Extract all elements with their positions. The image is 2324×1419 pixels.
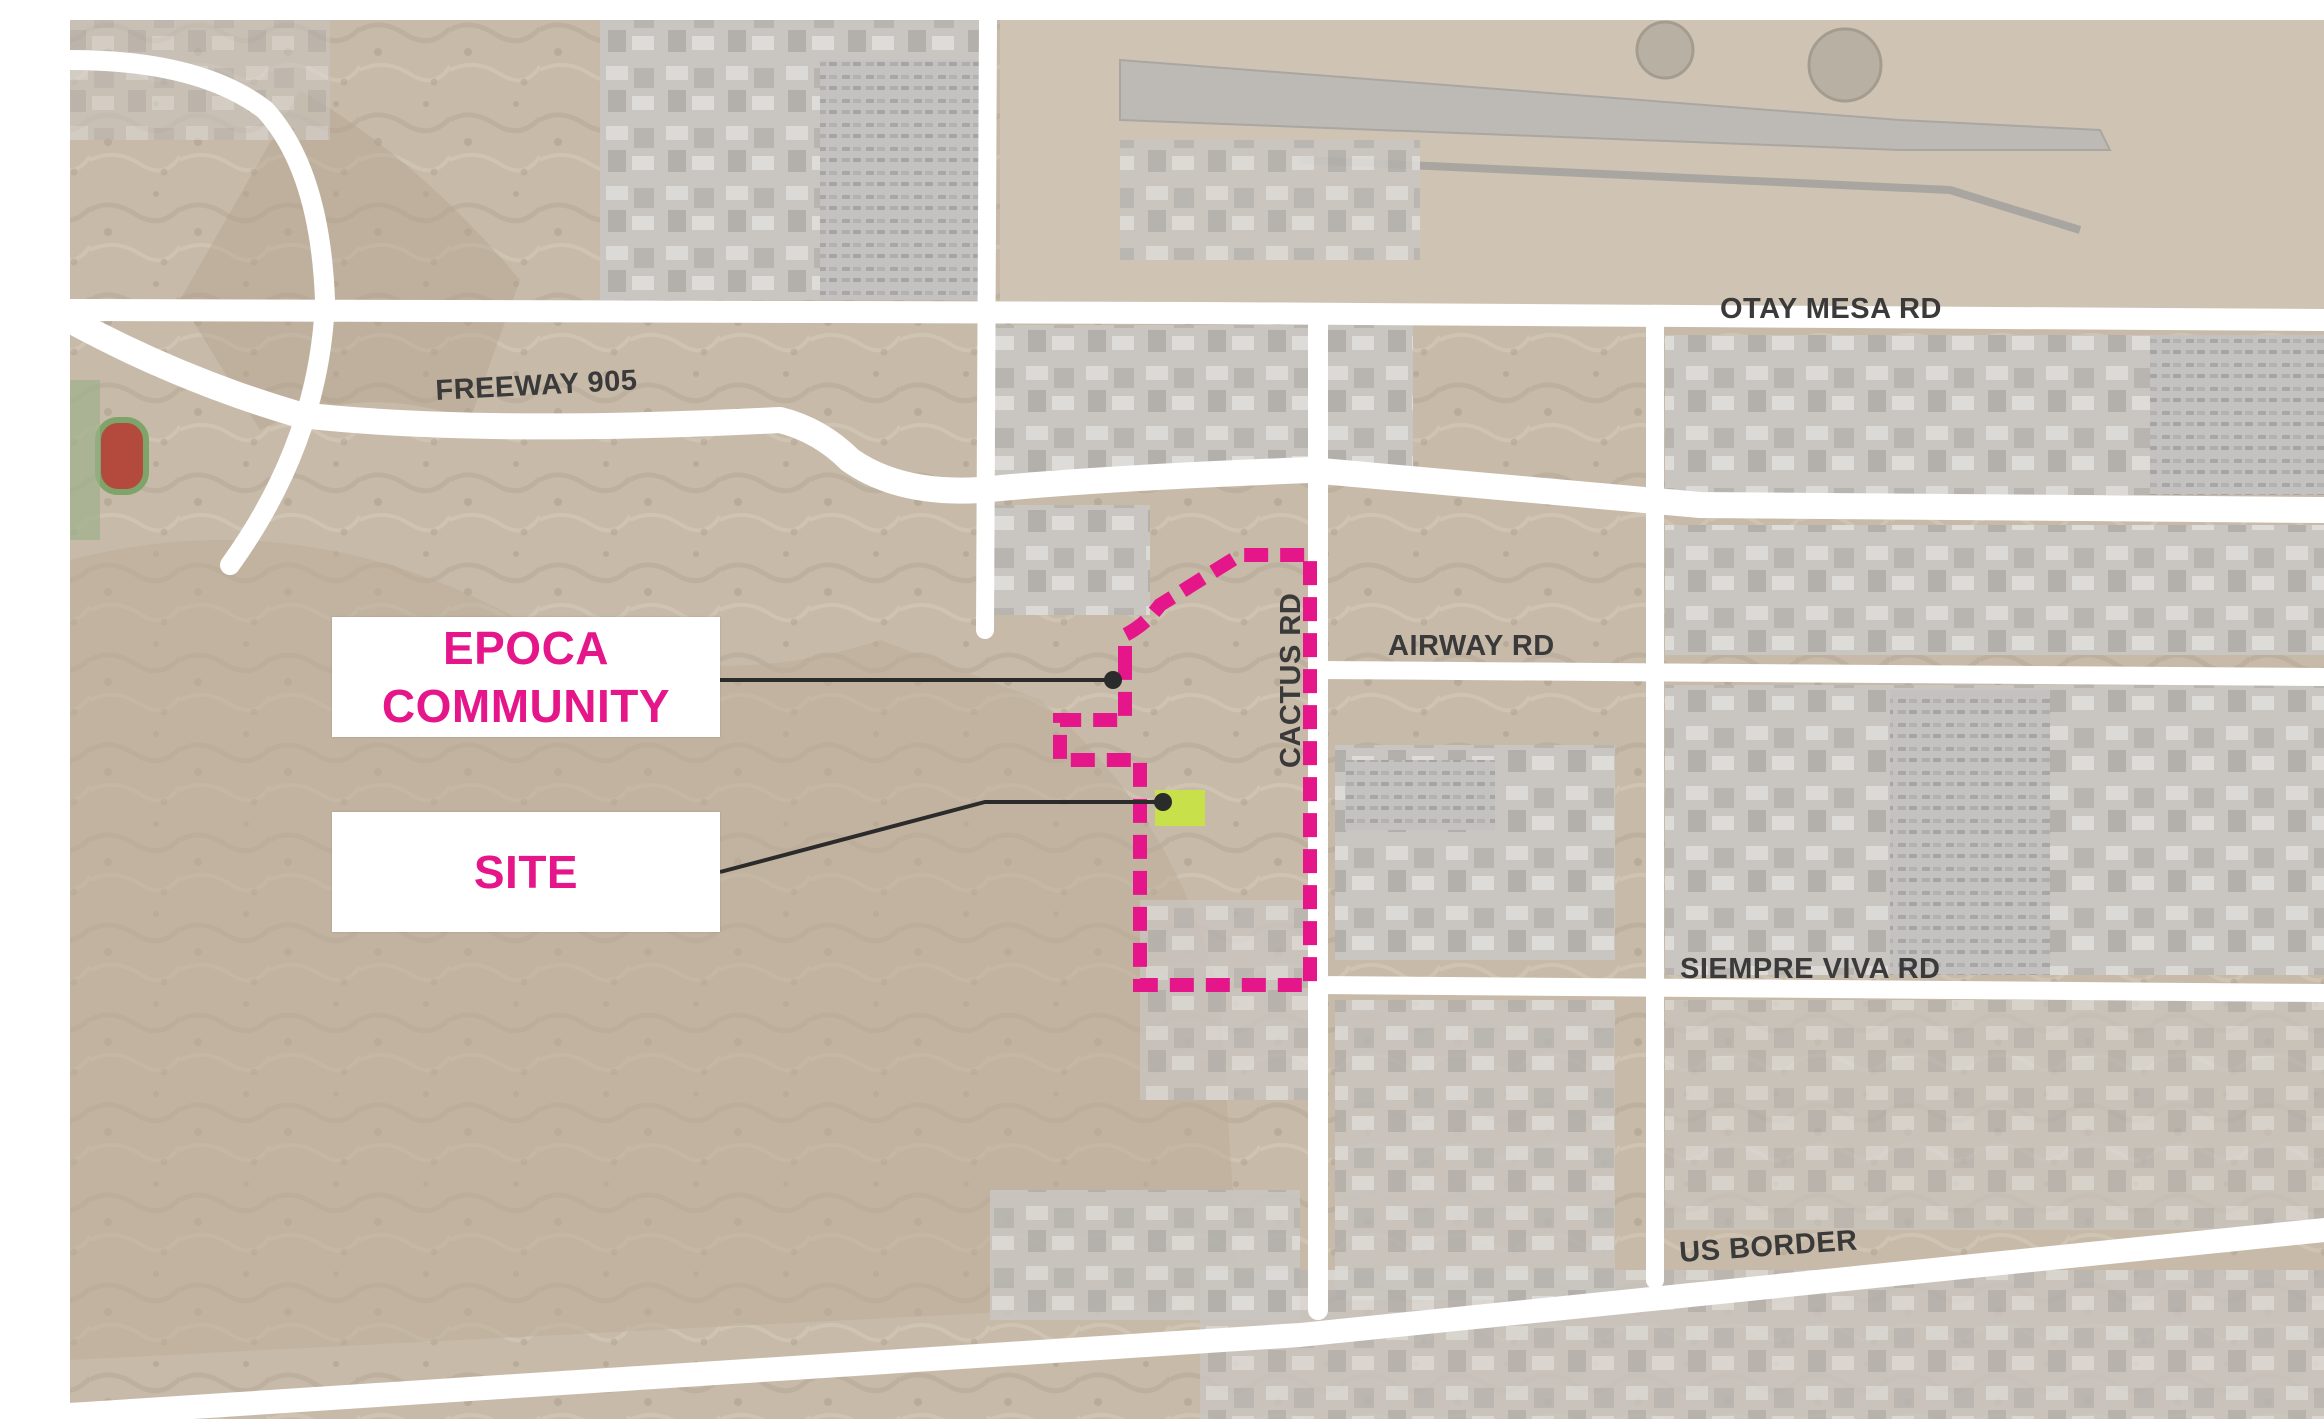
road-network (57, 11, 2324, 1419)
road-nw-curve (60, 50, 335, 575)
circle-marker-icon (1154, 793, 1172, 811)
parking-north (820, 60, 990, 300)
parking-block (2150, 335, 2324, 495)
industrial-block (990, 325, 1310, 475)
epoca-community-boundary (1053, 548, 1317, 992)
label-cactus-rd: CACTUS RD (1275, 593, 1307, 768)
site-callout-label: SITE (473, 846, 579, 898)
industrial-block (1328, 325, 1413, 475)
hills-area (180, 90, 520, 430)
parking-block (1890, 690, 2050, 975)
stadium (95, 417, 149, 495)
epoca-callout-text: EPOCA COMMUNITY (382, 619, 670, 735)
epoca-callout-line1: EPOCA (442, 622, 610, 674)
canyon-area (70, 540, 1240, 1360)
industrial-block (1140, 900, 1310, 1100)
industrial-block (1335, 1000, 1615, 1300)
label-siempre-viva-rd: SIEMPRE VIVA RD (1680, 953, 1941, 985)
road-otay-mesa (59, 299, 2324, 331)
road-freeway-905 (57, 307, 2324, 523)
industrial-block (990, 505, 1150, 615)
industrial-block (1665, 525, 2324, 655)
industrial-block (1665, 1000, 2324, 1230)
runway (1119, 58, 2112, 151)
label-otay-mesa-rd: OTAY MESA RD (1720, 293, 1942, 325)
label-airway-rd: AIRWAY RD (1388, 630, 1555, 662)
parking-block (1345, 760, 1495, 830)
circle-marker-icon (1104, 671, 1122, 689)
road-vertical-west (976, 11, 997, 639)
road-us-border (58, 1218, 2324, 1419)
epoca-callout-line2: COMMUNITY (381, 680, 671, 732)
green-field (70, 380, 100, 540)
taxiway (1299, 156, 2082, 234)
epoca-community-callout: EPOCA COMMUNITY (332, 617, 720, 737)
water-tank (1635, 20, 1695, 80)
road-airway (1309, 661, 2324, 686)
airport-terminal (1120, 140, 1420, 260)
site-callout: SITE (332, 812, 720, 932)
site-leader-line (719, 800, 1163, 874)
road-siempre-viva (1309, 976, 2324, 1002)
water-tank (1807, 27, 1883, 103)
